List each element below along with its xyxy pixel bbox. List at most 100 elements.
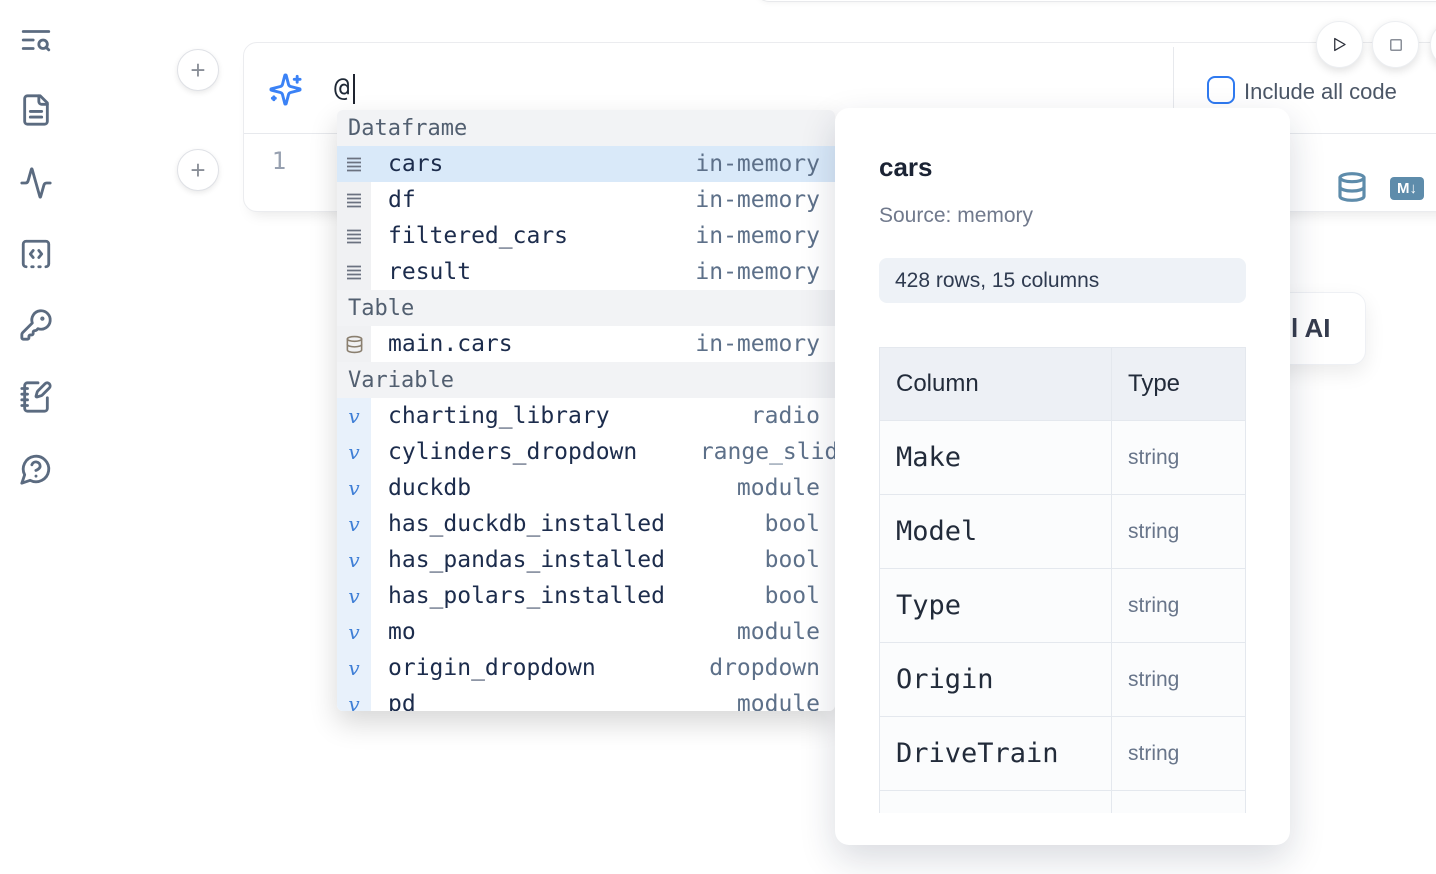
autocomplete-item-type: bool	[764, 511, 820, 537]
autocomplete-item-cylinders_dropdown[interactable]: v cylinders_dropdown range_slider	[337, 434, 835, 470]
variable-kind-gutter: v	[337, 650, 371, 686]
activity-icon[interactable]	[19, 166, 53, 200]
file-text-icon[interactable]	[19, 93, 53, 127]
autocomplete-item-main.cars[interactable]: main.cars in-memory	[337, 326, 835, 362]
autocomplete-section-header: Table	[337, 290, 835, 326]
list-search-icon[interactable]	[19, 23, 53, 57]
add-cell-above-button[interactable]: +	[177, 49, 219, 91]
table-kind-gutter	[337, 326, 371, 362]
dataframe-kind-gutter	[337, 254, 371, 290]
variable-kind-gutter: v	[337, 470, 371, 506]
autocomplete-item-type: module	[736, 475, 820, 501]
variable-v-icon: v	[348, 440, 360, 464]
variable-v-icon: v	[348, 620, 360, 644]
autocomplete-item-name: has_duckdb_installed	[388, 511, 665, 537]
input-divider	[1173, 47, 1174, 133]
autocomplete-item-name: main.cars	[388, 331, 513, 357]
dataframe-kind-gutter	[337, 182, 371, 218]
autocomplete-item-name: cylinders_dropdown	[388, 439, 638, 465]
autocomplete-item-name: mo	[388, 619, 416, 645]
variable-kind-gutter: v	[337, 578, 371, 614]
autocomplete-item-type: module	[736, 691, 820, 711]
autocomplete-item-type: in-memory	[695, 223, 820, 249]
autocomplete-item-type: in-memory	[695, 331, 820, 357]
autocomplete-item-type: range_slider	[699, 439, 835, 465]
autocomplete-item-name: df	[388, 187, 416, 213]
autocomplete-item-has_pandas_installed[interactable]: v has_pandas_installed bool	[337, 542, 835, 578]
variable-kind-gutter: v	[337, 614, 371, 650]
sparkles-icon	[269, 73, 302, 106]
variable-kind-gutter: v	[337, 506, 371, 542]
autocomplete-item-type: in-memory	[695, 259, 820, 285]
preview-title: cars	[879, 152, 933, 182]
code-square-icon[interactable]	[19, 237, 53, 271]
play-icon	[1334, 37, 1346, 52]
variable-v-icon: v	[348, 404, 360, 428]
schema-column-type	[1111, 790, 1246, 813]
ai-prompt-input[interactable]: @	[334, 73, 350, 103]
dataframe-kind-gutter	[337, 218, 371, 254]
variable-v-icon: v	[348, 548, 360, 572]
type-header: Type	[1111, 347, 1246, 421]
notebook-pen-icon[interactable]	[19, 380, 53, 414]
help-bubble-icon[interactable]	[19, 452, 53, 486]
schema-row-clipped	[879, 790, 1246, 813]
autocomplete-item-type: in-memory	[695, 187, 820, 213]
schema-column-name: Make	[879, 420, 1112, 495]
autocomplete-item-type: bool	[764, 583, 820, 609]
stop-cell-button[interactable]	[1372, 21, 1419, 68]
autocomplete-item-df[interactable]: df in-memory	[337, 182, 835, 218]
variable-v-icon: v	[348, 512, 360, 536]
include-all-code-checkbox[interactable]	[1207, 76, 1235, 104]
autocomplete-item-type: dropdown	[709, 655, 820, 681]
include-all-code-label: Include all code	[1244, 79, 1397, 104]
markdown-icon[interactable]: M↓	[1390, 177, 1424, 200]
schema-column-name: Type	[879, 568, 1112, 643]
key-icon[interactable]	[19, 308, 53, 342]
autocomplete-item-has_duckdb_installed[interactable]: v has_duckdb_installed bool	[337, 506, 835, 542]
database-icon[interactable]	[1335, 171, 1369, 203]
dataframe-rows-icon	[347, 157, 361, 172]
schema-column-type: string	[1111, 420, 1246, 495]
variable-kind-gutter: v	[337, 686, 371, 711]
schema-column-type: string	[1111, 642, 1246, 717]
autocomplete-item-type: bool	[764, 547, 820, 573]
variable-kind-gutter: v	[337, 398, 371, 434]
line-number: 1	[271, 147, 287, 175]
dataframe-rows-icon	[347, 193, 361, 208]
autocomplete-section-header: Variable	[337, 362, 835, 398]
autocomplete-item-duckdb[interactable]: v duckdb module	[337, 470, 835, 506]
text-cursor	[353, 74, 355, 104]
variable-kind-gutter: v	[337, 542, 371, 578]
autocomplete-item-result[interactable]: result in-memory	[337, 254, 835, 290]
table-database-icon	[346, 335, 362, 353]
dataframe-preview-panel: cars Source: memory 428 rows, 15 columns…	[835, 108, 1290, 845]
schema-header-row: Column Type	[879, 347, 1246, 421]
autocomplete-item-name: has_pandas_installed	[388, 547, 665, 573]
dataframe-rows-icon	[347, 229, 361, 244]
add-cell-below-button[interactable]: +	[177, 149, 219, 191]
autocomplete-item-name: duckdb	[388, 475, 472, 501]
autocomplete-item-pd[interactable]: v pd module	[337, 686, 835, 711]
autocomplete-item-name: pd	[388, 691, 416, 711]
autocomplete-item-type: radio	[750, 403, 820, 429]
schema-column-type: string	[1111, 716, 1246, 791]
previous-cell-edge	[755, 0, 1436, 2]
column-header: Column	[879, 347, 1112, 421]
stop-icon	[1389, 38, 1402, 51]
dataframe-kind-gutter	[337, 146, 371, 182]
schema-column-type: string	[1111, 494, 1246, 569]
autocomplete-item-name: result	[388, 259, 472, 285]
run-cell-button[interactable]	[1316, 21, 1363, 68]
schema-column-name: Model	[879, 494, 1112, 569]
